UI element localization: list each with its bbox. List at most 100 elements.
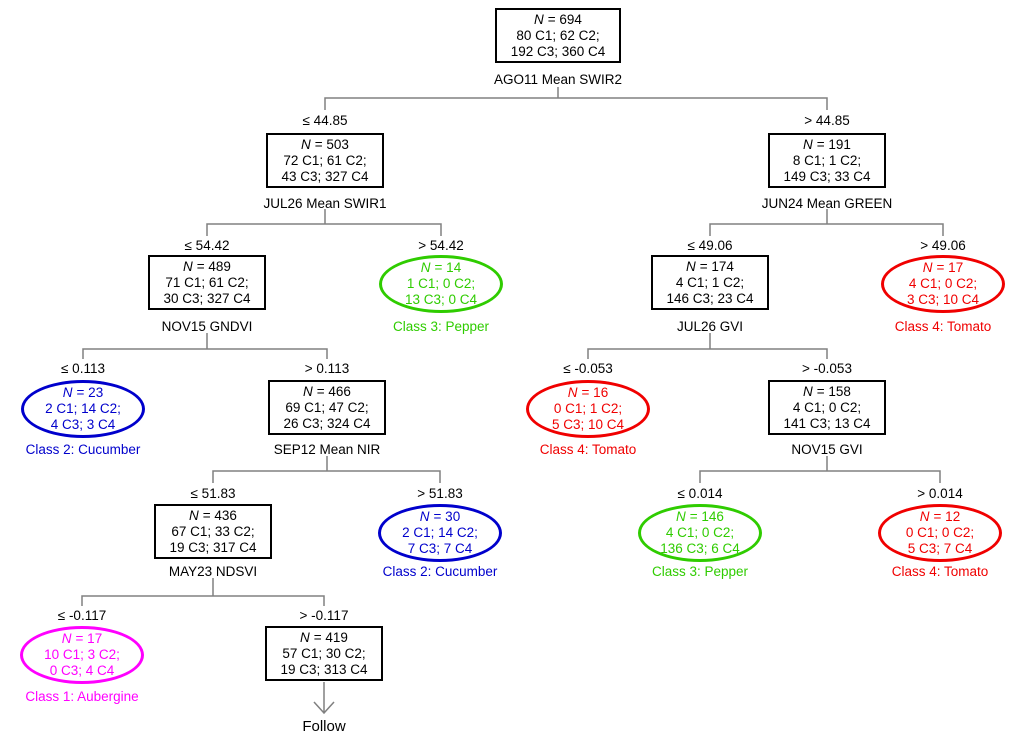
edge-condition: ≤ 49.06 <box>687 238 733 253</box>
leaf-node-pepper: N= 146 4 C1; 0 C2; 136 C3; 6 C4 <box>638 504 762 562</box>
leaf-node-pepper: N= 14 1 C1; 0 C2; 13 C3; 0 C4 <box>379 255 503 313</box>
node-counts: 136 C3; 6 C4 <box>660 541 740 556</box>
split-variable-label: NOV15 GNDVI <box>161 319 253 334</box>
edge-condition: ≤ 44.85 <box>302 113 348 128</box>
node-counts: 72 C1; 61 C2; <box>283 152 367 168</box>
tree-node: N= 503 72 C1; 61 C2; 43 C3; 327 C4 <box>266 133 384 188</box>
leaf-node-cucumber: N= 23 2 C1; 14 C2; 4 C3; 3 C4 <box>21 380 145 438</box>
node-counts: 19 C3; 313 C4 <box>280 661 368 677</box>
node-counts: 67 C1; 33 C2; <box>171 523 255 539</box>
node-n: N= 17 <box>61 631 103 646</box>
split-variable-label: JUN24 Mean GREEN <box>761 196 893 211</box>
edge-condition: > 54.42 <box>418 238 464 253</box>
node-counts: 4 C1; 0 C2; <box>908 276 978 291</box>
edge-condition: > 0.014 <box>917 486 963 501</box>
node-counts: 141 C3; 13 C4 <box>783 415 871 431</box>
edge-condition: > -0.053 <box>802 361 852 376</box>
follow-arrow <box>313 682 335 715</box>
split-variable-label: MAY23 NDSVI <box>168 564 258 579</box>
node-counts: 57 C1; 30 C2; <box>282 645 366 661</box>
node-counts: 1 C1; 0 C2; <box>406 276 476 291</box>
leaf-node-tomato: N= 17 4 C1; 0 C2; 3 C3; 10 C4 <box>881 255 1005 313</box>
edge-condition: > 49.06 <box>920 238 966 253</box>
node-counts: 80 C1; 62 C2; <box>516 27 600 43</box>
leaf-node-aubergine: N= 17 10 C1; 3 C2; 0 C3; 4 C4 <box>20 626 144 684</box>
tree-node: N= 191 8 C1; 1 C2; 149 C3; 33 C4 <box>768 133 886 188</box>
node-n: N= 158 <box>803 383 851 399</box>
node-n: N= 12 <box>919 509 961 524</box>
class-label: Class 3: Pepper <box>392 319 490 334</box>
node-counts: 4 C1; 0 C2; <box>665 525 735 540</box>
leaf-node-tomato: N= 16 0 C1; 1 C2; 5 C3; 10 C4 <box>526 380 650 438</box>
tree-node: N= 436 67 C1; 33 C2; 19 C3; 317 C4 <box>154 504 272 559</box>
edge-condition: ≤ -0.117 <box>57 608 107 623</box>
node-counts: 0 C3; 4 C4 <box>49 663 115 678</box>
edge-condition: ≤ 54.42 <box>184 238 230 253</box>
node-counts: 192 C3; 360 C4 <box>510 43 606 59</box>
node-counts: 0 C1; 0 C2; <box>905 525 975 540</box>
class-label: Class 2: Cucumber <box>25 442 141 457</box>
edge-condition: ≤ -0.053 <box>563 361 613 376</box>
split-variable-label: JUL26 Mean SWIR1 <box>263 196 387 211</box>
tree-node: N= 158 4 C1; 0 C2; 141 C3; 13 C4 <box>768 380 886 435</box>
node-n: N= 14 <box>420 260 462 275</box>
node-counts: 30 C3; 327 C4 <box>163 290 251 306</box>
node-counts: 13 C3; 0 C4 <box>404 292 478 307</box>
node-n: N= 30 <box>419 509 461 524</box>
edge-condition: ≤ 0.113 <box>61 361 105 376</box>
node-n: N= 466 <box>303 383 351 399</box>
node-counts: 0 C1; 1 C2; <box>553 401 623 416</box>
node-counts: 26 C3; 324 C4 <box>283 415 371 431</box>
node-n: N= 16 <box>567 385 609 400</box>
node-counts: 4 C3; 3 C4 <box>50 417 116 432</box>
edge-condition: ≤ 0.014 <box>677 486 723 501</box>
node-counts: 10 C1; 3 C2; <box>44 647 120 662</box>
node-counts: 4 C1; 0 C2; <box>792 399 862 415</box>
edge-condition: > 51.83 <box>417 486 463 501</box>
node-counts: 43 C3; 327 C4 <box>281 168 369 184</box>
edge-condition: > 0.113 <box>304 361 350 376</box>
class-label: Class 3: Pepper <box>651 564 749 579</box>
node-n: N= 174 <box>686 258 734 274</box>
node-n: N= 23 <box>62 385 104 400</box>
node-counts: 146 C3; 23 C4 <box>666 290 754 306</box>
node-counts: 8 C1; 1 C2; <box>792 152 862 168</box>
node-counts: 7 C3; 7 C4 <box>407 541 473 556</box>
leaf-node-tomato: N= 12 0 C1; 0 C2; 5 C3; 7 C4 <box>878 504 1002 562</box>
tree-node-root: N= 694 80 C1; 62 C2; 192 C3; 360 C4 <box>495 8 621 63</box>
follow-label: Follow <box>302 718 346 735</box>
split-variable-label: SEP12 Mean NIR <box>273 442 381 457</box>
split-variable-label: JUL26 GVI <box>676 319 744 334</box>
node-counts: 2 C1; 14 C2; <box>45 401 121 416</box>
tree-node: N= 174 4 C1; 1 C2; 146 C3; 23 C4 <box>651 255 769 310</box>
class-label: Class 4: Tomato <box>539 442 637 457</box>
node-n: N= 17 <box>922 260 964 275</box>
node-counts: 2 C1; 14 C2; <box>402 525 478 540</box>
tree-node: N= 466 69 C1; 47 C2; 26 C3; 324 C4 <box>268 380 386 435</box>
split-variable-label: NOV15 GVI <box>791 442 863 457</box>
split-variable-label: AGO11 Mean SWIR2 <box>493 72 623 87</box>
node-counts: 149 C3; 33 C4 <box>783 168 871 184</box>
node-n: N= 191 <box>803 136 851 152</box>
node-n: N= 694 <box>534 11 582 27</box>
class-label: Class 2: Cucumber <box>382 564 498 579</box>
node-counts: 71 C1; 61 C2; <box>165 274 249 290</box>
node-counts: 5 C3; 7 C4 <box>907 541 973 556</box>
node-n: N= 146 <box>676 509 724 524</box>
node-counts: 5 C3; 10 C4 <box>551 417 625 432</box>
node-counts: 4 C1; 1 C2; <box>675 274 745 290</box>
node-n: N= 503 <box>301 136 349 152</box>
class-label: Class 4: Tomato <box>894 319 992 334</box>
node-n: N= 419 <box>300 629 348 645</box>
edge-condition: ≤ 51.83 <box>190 486 236 501</box>
edge-condition: > -0.117 <box>299 608 349 623</box>
node-n: N= 489 <box>183 258 231 274</box>
node-counts: 3 C3; 10 C4 <box>906 292 980 307</box>
node-counts: 19 C3; 317 C4 <box>169 539 257 555</box>
node-n: N= 436 <box>189 507 237 523</box>
node-counts: 69 C1; 47 C2; <box>285 399 369 415</box>
leaf-node-cucumber: N= 30 2 C1; 14 C2; 7 C3; 7 C4 <box>378 504 502 562</box>
class-label: Class 1: Aubergine <box>25 689 139 704</box>
